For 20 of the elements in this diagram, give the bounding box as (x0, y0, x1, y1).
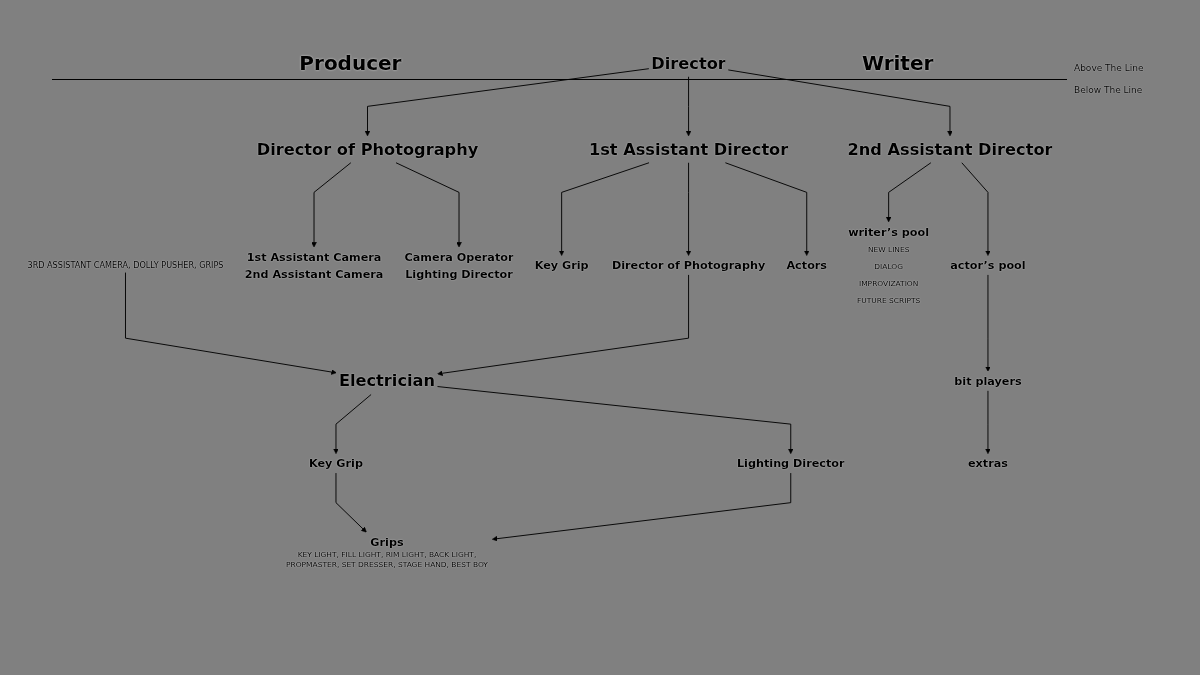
node-text: Director of Photography (611, 258, 766, 272)
node-text: Electrician (338, 371, 436, 391)
role-title: Writer (861, 51, 934, 76)
node-text: 3RD ASSISTANT CAMERA, DOLLY PUSHER, GRIPS (27, 260, 224, 270)
role-title: Producer (299, 51, 402, 76)
line-note: Above The Line (1074, 62, 1144, 73)
node-text: 1st Assistant Camera 2nd Assistant Camera (244, 250, 384, 281)
node-text: bit players (954, 374, 1022, 388)
node-text: Actors (786, 258, 828, 272)
node-text: 2nd Assistant Director (847, 139, 1053, 159)
node-text: 1st Assistant Director (588, 139, 789, 159)
node-text: Camera Operator Lighting Director (404, 250, 514, 281)
node-text: Director of Photography (256, 139, 479, 159)
node-text: actor’s pool (950, 258, 1026, 272)
node-text: Director (651, 53, 726, 73)
node-text: Key Grip (534, 258, 589, 272)
node-text: Key Grip (309, 456, 363, 470)
node-text: extras (967, 456, 1008, 470)
node-text: Lighting Director (736, 456, 845, 470)
line-note: Below The Line (1074, 84, 1143, 95)
